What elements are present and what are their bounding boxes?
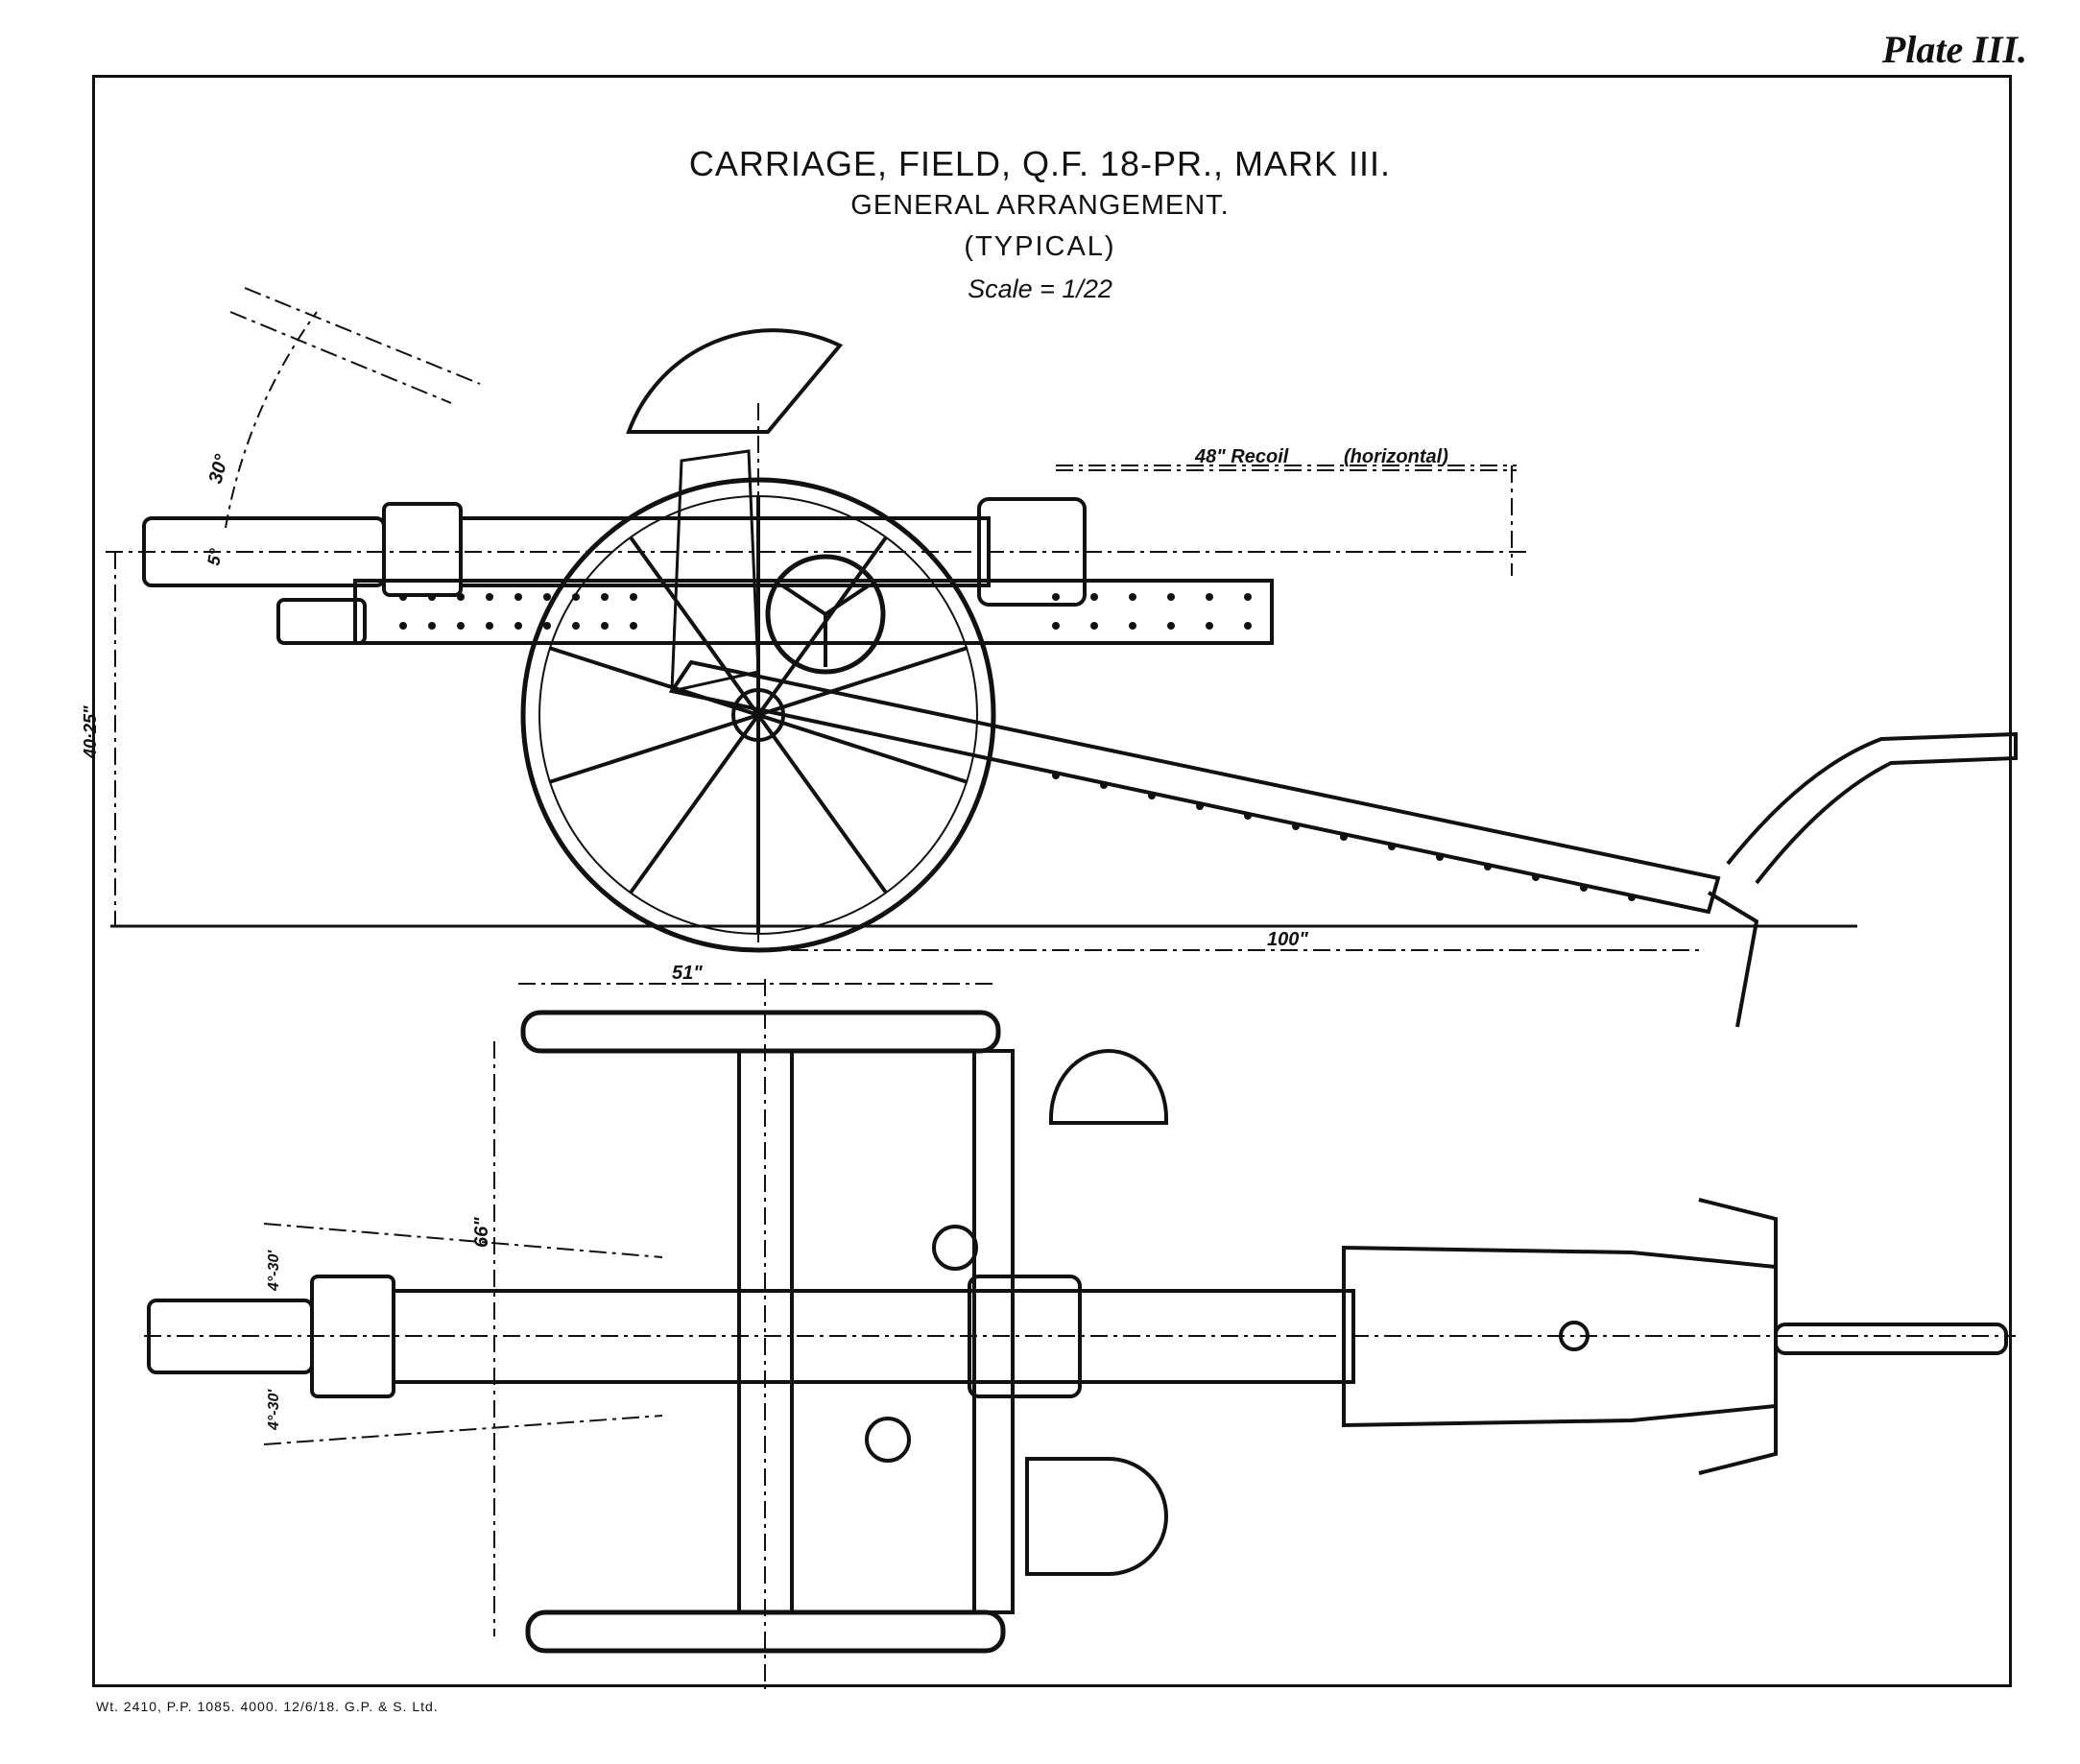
plate-number: Plate III. [1881, 28, 2027, 71]
plan-view [144, 979, 2016, 1689]
elevating-handwheel [765, 554, 886, 675]
title-block: CARRIAGE, FIELD, Q.F. 18-PR., MARK III. … [0, 144, 2080, 304]
dim-traverse-left: 4°-30' [266, 1250, 282, 1292]
shield-top [1049, 1049, 1168, 1125]
dim-track-width: 51" [672, 963, 703, 984]
cradle [353, 579, 1274, 645]
elevation-arc [225, 311, 318, 529]
handspike [1726, 731, 2018, 885]
drawing-typical: (TYPICAL) [964, 231, 1116, 262]
drawing-title: CARRIAGE, FIELD, Q.F. 18-PR., MARK III. [688, 144, 1392, 183]
dim-horizontal: (horizontal) [1344, 446, 1448, 467]
plan-handspike [1774, 1323, 2008, 1355]
wheel-upper [520, 1010, 1001, 1054]
trail-spade [1707, 891, 1759, 1028]
dim-axle-height: 40·25" [81, 705, 100, 759]
buffer-end [276, 598, 367, 645]
drawing-subtitle: GENERAL ARRANGEMENT. [850, 190, 1230, 221]
dim-wheel-span: 66" [471, 1217, 492, 1248]
axle-arm [972, 1049, 1015, 1614]
printer-imprint: Wt. 2410, P.P. 1085. 4000. 12/6/18. G.P.… [96, 1699, 439, 1714]
centre-lines [106, 287, 1699, 951]
side-elevation [106, 287, 2018, 1028]
plan-handwheel-bottom [865, 1417, 911, 1463]
cradle-rivets [399, 593, 1252, 630]
drawing-frame [92, 75, 2012, 1687]
dim-trail-length: 100" [1267, 929, 1308, 950]
plan-handwheel-top [932, 1225, 978, 1271]
dim-depression: 5° [203, 546, 226, 566]
dim-elevation-angle: 30° [205, 451, 233, 486]
plan-centre-lines [144, 979, 2016, 1689]
drawing-scale: Scale = 1/22 [968, 274, 1112, 303]
shield-outline [626, 328, 844, 434]
dim-recoil: 48" Recoil [1194, 446, 1289, 467]
dim-traverse-right: 4°-30' [266, 1389, 282, 1431]
trail-rivets [1052, 772, 1636, 901]
trail [668, 659, 1721, 915]
shield-bottom [1025, 1457, 1168, 1576]
